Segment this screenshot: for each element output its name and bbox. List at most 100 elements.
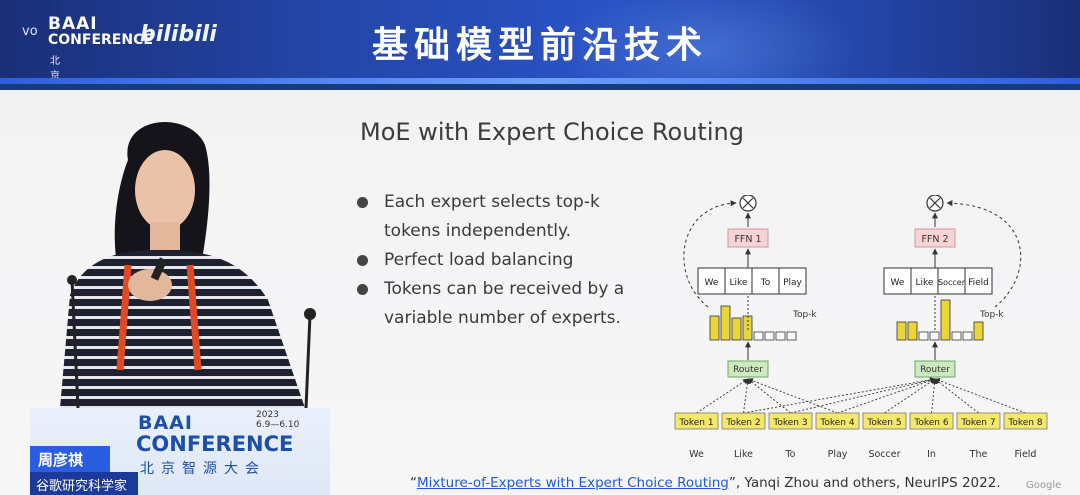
routing-link bbox=[747, 378, 838, 414]
token-box-label: Token 8 bbox=[1007, 418, 1042, 428]
selected-token-label: Play bbox=[783, 278, 802, 288]
score-bar bbox=[709, 315, 720, 341]
routing-link bbox=[790, 377, 936, 414]
slide-title: MoE with Expert Choice Routing bbox=[360, 118, 744, 146]
score-bar bbox=[786, 331, 797, 341]
token-word: The bbox=[969, 449, 988, 460]
score-bar bbox=[929, 331, 940, 341]
selected-token-cell bbox=[724, 267, 753, 295]
paper-citation: “Mixture-of-Experts with Expert Choice R… bbox=[410, 475, 1001, 491]
score-bar bbox=[918, 331, 929, 341]
microphone-left bbox=[70, 279, 80, 409]
token-box-label: Token 2 bbox=[725, 418, 760, 428]
paper-link[interactable]: Mixture-of-Experts with Expert Choice Ro… bbox=[417, 475, 729, 491]
token-box-label: Token 7 bbox=[960, 418, 995, 428]
routing-link bbox=[934, 378, 1026, 414]
logo-vo-text: vo bbox=[22, 24, 38, 39]
router-box bbox=[914, 360, 956, 378]
routing-link bbox=[747, 378, 791, 414]
speaker-hand bbox=[128, 269, 172, 301]
citation-authors: ”, Yanqi Zhou and others, NeurIPS 2022. bbox=[728, 475, 1001, 491]
bilibili-watermark: bilibili bbox=[140, 22, 217, 47]
token-box bbox=[721, 412, 766, 430]
token-box bbox=[674, 412, 719, 430]
speaker-neck bbox=[150, 222, 180, 250]
clicker-device bbox=[150, 257, 168, 281]
selected-token-cell bbox=[964, 267, 993, 295]
score-bar bbox=[731, 317, 742, 341]
token-word: In bbox=[927, 449, 936, 460]
bullet-list: Each expert selects top-k tokens indepen… bbox=[357, 188, 657, 333]
routing-link bbox=[884, 378, 936, 414]
podium-conference: CONFERENCE bbox=[136, 432, 294, 456]
selected-token-cell bbox=[697, 267, 726, 295]
token-word: To bbox=[784, 449, 795, 460]
score-bar bbox=[962, 331, 973, 341]
combine-icon-cross bbox=[742, 197, 754, 209]
token-box-label: Token 5 bbox=[866, 418, 901, 428]
bullet-item: Each expert selects top-k tokens indepen… bbox=[357, 188, 657, 246]
selected-token-label: To bbox=[760, 278, 771, 288]
podium-cn: 北京智源大会 bbox=[140, 461, 266, 477]
top-banner: vo BAAI CONFERENCE 北京智源大会 bilibili 基础模型前… bbox=[0, 0, 1080, 84]
topk-label: Top-k bbox=[979, 310, 1004, 320]
loop-arrow bbox=[683, 200, 737, 308]
ffn-label: FFN 1 bbox=[734, 234, 761, 245]
speaker-shirt bbox=[60, 250, 305, 408]
score-bar bbox=[896, 321, 907, 341]
token-box bbox=[909, 412, 954, 430]
token-box bbox=[815, 412, 860, 430]
ffn-box bbox=[727, 228, 769, 248]
router-label: Router bbox=[920, 365, 950, 375]
speaker-lanyard bbox=[116, 264, 202, 371]
selected-token-label: Like bbox=[730, 278, 748, 288]
token-word: We bbox=[689, 449, 704, 460]
banner-glow bbox=[560, 0, 860, 84]
router-label: Router bbox=[733, 365, 763, 375]
routing-link bbox=[743, 378, 751, 414]
score-bar bbox=[940, 299, 951, 341]
podium-date-range: 6.9—6.10 bbox=[256, 420, 300, 430]
microphone-right bbox=[304, 314, 312, 409]
routing-link bbox=[934, 378, 979, 414]
logo-baai-text: BAAI bbox=[48, 14, 98, 34]
selected-token-cell bbox=[883, 267, 912, 295]
google-watermark: Google bbox=[1026, 480, 1062, 491]
token-word: Soccer bbox=[868, 449, 900, 460]
token-word: Play bbox=[828, 449, 848, 460]
routing-link bbox=[931, 378, 938, 414]
routing-link bbox=[696, 378, 749, 414]
selected-token-label: We bbox=[705, 278, 719, 288]
speaker-figure bbox=[60, 122, 316, 409]
combine-icon-cross bbox=[929, 197, 941, 209]
token-word: Field bbox=[1015, 449, 1037, 460]
token-box-label: Token 4 bbox=[819, 418, 854, 428]
loop-arrow bbox=[946, 200, 1022, 308]
ffn-box bbox=[914, 228, 956, 248]
router-box bbox=[727, 360, 769, 378]
selected-token-label: Field bbox=[968, 278, 989, 288]
selected-token-label: Like bbox=[916, 278, 934, 288]
banner-title: 基础模型前沿技术 bbox=[371, 25, 708, 66]
logo-conference-text: CONFERENCE bbox=[48, 32, 153, 48]
score-bar bbox=[753, 331, 764, 341]
token-box bbox=[1003, 412, 1048, 430]
podium-year: 2023 bbox=[256, 410, 279, 420]
token-box bbox=[768, 412, 813, 430]
score-bar bbox=[907, 321, 918, 341]
selected-token-cell bbox=[778, 267, 807, 295]
token-box-label: Token 1 bbox=[678, 418, 713, 428]
topk-label: Top-k bbox=[792, 310, 817, 320]
score-bar bbox=[720, 305, 731, 341]
score-bar bbox=[951, 331, 962, 341]
selected-token-cell bbox=[937, 267, 966, 295]
routing-link bbox=[743, 377, 936, 414]
routing-link bbox=[837, 378, 936, 414]
selected-token-cell bbox=[751, 267, 780, 295]
ffn-label: FFN 2 bbox=[921, 234, 948, 245]
score-bar bbox=[775, 331, 786, 341]
speaker-face bbox=[135, 150, 195, 230]
speaker-name: 周彦祺 bbox=[30, 446, 110, 472]
